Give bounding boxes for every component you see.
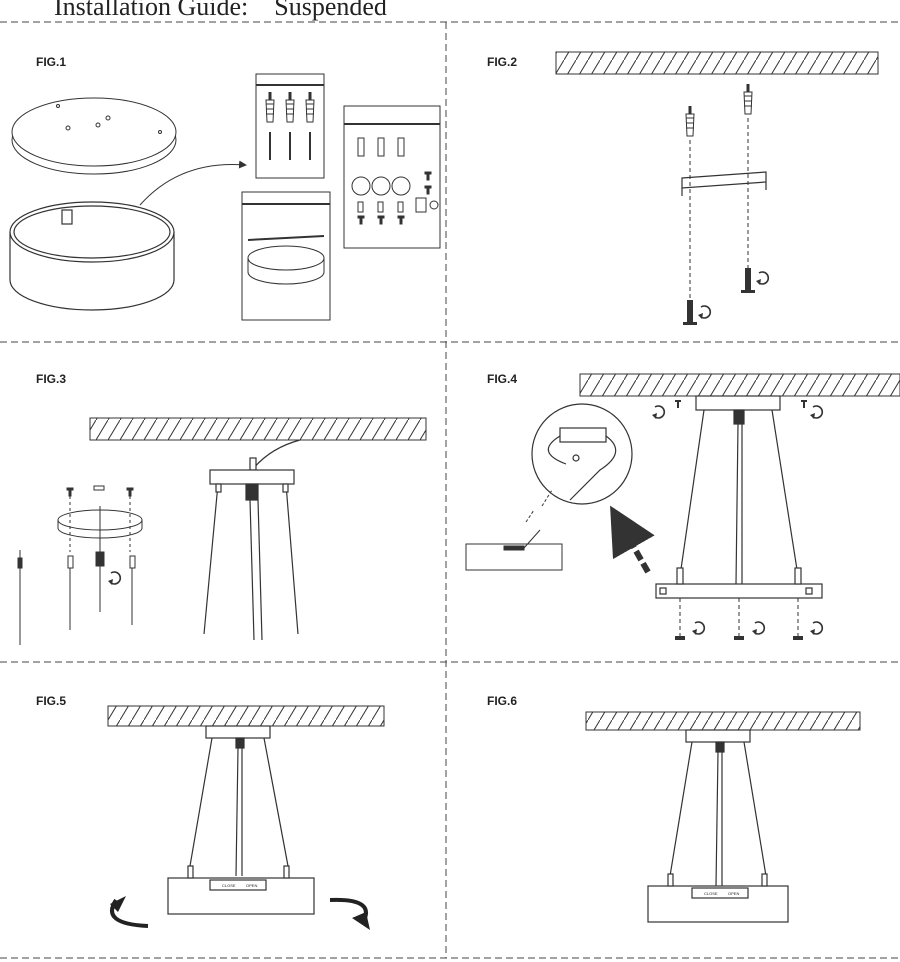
fig4-pointer-arrow (610, 505, 655, 574)
fig5-ceiling (107, 705, 385, 727)
fig5-switch-open: OPEN (246, 883, 257, 888)
fig4-guide-lines (679, 598, 799, 636)
fig1-accessory-card-ring (241, 191, 331, 321)
fig3-assembled-canopy (203, 439, 301, 641)
panel-dividers (0, 21, 900, 959)
fig6-switch-open: OPEN (728, 891, 739, 896)
fig4-bottom-screws (675, 636, 803, 640)
fig4-canopy-and-cables (679, 395, 799, 585)
fig4-ceiling (579, 373, 900, 397)
fig2-bracket (681, 171, 767, 196)
fig6-switch-close: CLOSE (704, 891, 718, 896)
fig3-rotate-arrow (107, 571, 122, 586)
fig4-rotate-arrow (691, 621, 706, 636)
fig4-rotate-arrow (751, 621, 766, 636)
fig4-screw (675, 400, 681, 408)
fig5-arrow-head (110, 896, 126, 912)
fig2-guide-lines (689, 118, 749, 300)
fig5-switch-close: CLOSE (222, 883, 236, 888)
fig3-label: FIG.3 (36, 372, 67, 386)
fig6-ceiling (585, 711, 861, 731)
fig4-rotate-arrow (809, 405, 824, 420)
fig4-rotate-arrow (651, 405, 666, 420)
fig4-connector (465, 489, 563, 571)
fig4-rotate-arrow (809, 621, 824, 636)
fig5-pendant (167, 725, 315, 915)
fig2-rotate-arrow (697, 305, 712, 320)
fig3-ceiling (89, 417, 427, 441)
fig1-accessory-card-anchors (255, 73, 325, 179)
fig6-pendant (647, 729, 789, 923)
fig4-screw (801, 400, 807, 408)
guide-title: Installation Guide: Suspended (54, 0, 387, 21)
fig1-curved-arrow (139, 160, 247, 206)
fig1-accessory-card-parts (343, 105, 441, 249)
fig5-arrow-head (352, 912, 370, 930)
fig6-label: FIG.6 (487, 694, 518, 708)
fig4-label: FIG.4 (487, 372, 518, 386)
fig2-anchors (685, 83, 753, 137)
fig1-lamp-ring (9, 201, 175, 311)
fig2-rotate-arrow (755, 271, 770, 286)
fig1-canopy-plate (11, 97, 177, 175)
fig5-label: FIG.5 (36, 694, 67, 708)
fig4-frame (655, 567, 823, 599)
fig1-label: FIG.1 (36, 55, 67, 69)
fig2-label: FIG.2 (487, 55, 518, 69)
fig3-canopy-exploded (17, 485, 143, 645)
fig2-ceiling (555, 51, 879, 75)
fig4-driver-detail (531, 403, 633, 505)
fig2-screws (683, 268, 755, 325)
